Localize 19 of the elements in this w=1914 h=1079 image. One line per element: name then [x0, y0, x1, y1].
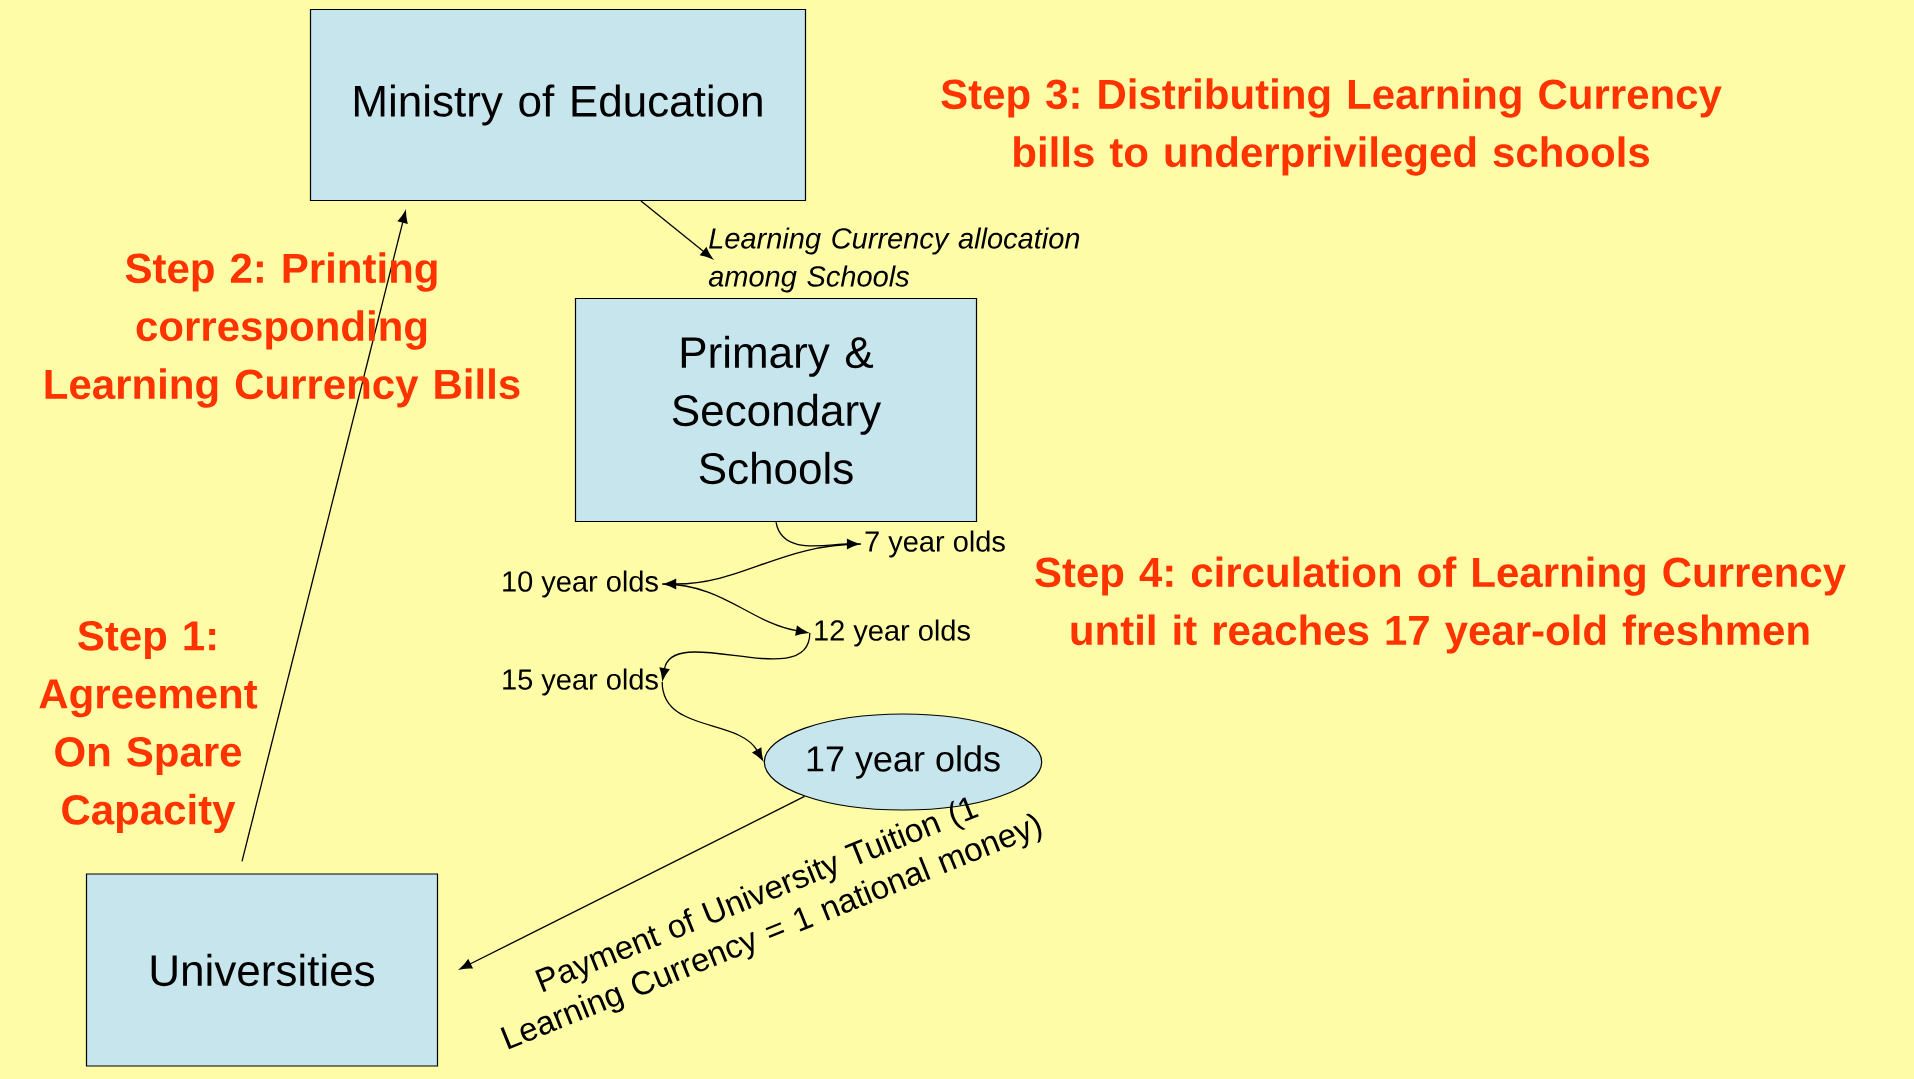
arrow — [775, 521, 859, 549]
arrow — [659, 632, 811, 681]
arrow — [664, 543, 862, 589]
stage-label: 15 year olds — [503, 668, 658, 696]
arrow — [661, 681, 764, 761]
process-box: Ministry of Education — [309, 8, 807, 202]
process-box: Universities — [85, 873, 439, 1067]
step-annotation: Step 3: Distributing Learning Currency bills to underprivileged schools — [941, 78, 1722, 176]
step-annotation: Step 1: Agreement On Spare Capacity — [39, 621, 258, 834]
arrow — [459, 795, 806, 970]
stage-label: 10 year olds — [503, 570, 658, 598]
process-box: Primary & Secondary Schools — [574, 297, 978, 523]
arrow — [661, 583, 808, 636]
arrow — [640, 200, 713, 259]
stage-label: 7 year olds — [865, 530, 1005, 558]
edge-label: Learning Currency allocation among Schools — [708, 227, 1080, 293]
stage-label: 12 year olds — [815, 619, 970, 647]
arrow — [241, 210, 408, 863]
step-annotation: Step 4: circulation of Learning Currency until it reaches 17 year-old freshmen — [1035, 556, 1846, 654]
